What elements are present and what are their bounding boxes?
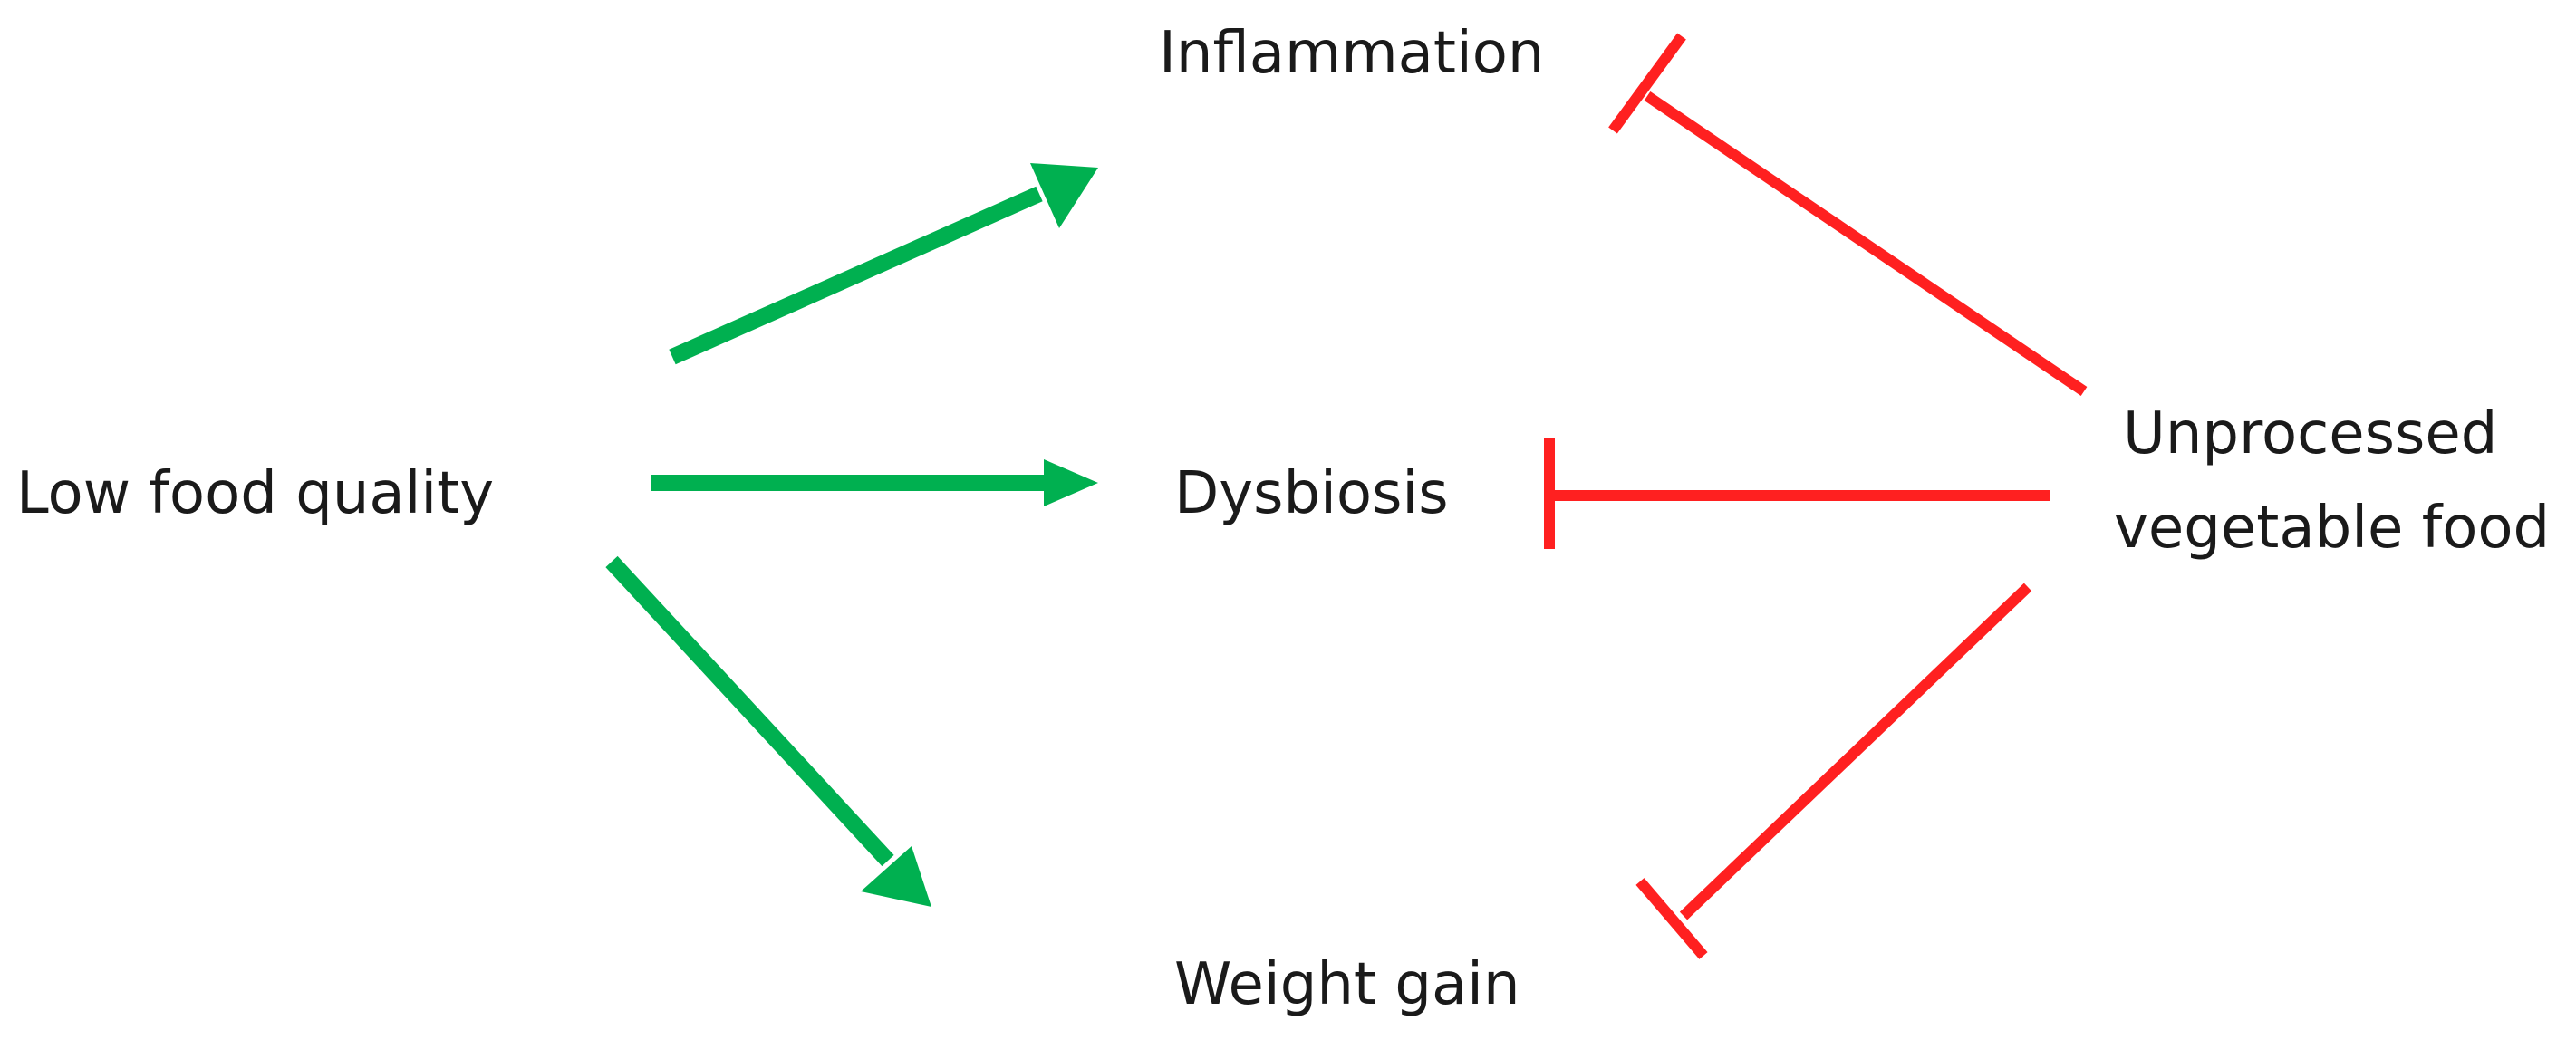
node-unprocessed-line1: Unprocessed	[2123, 400, 2497, 467]
node-inflammation: Inflammation	[1159, 20, 1544, 87]
arrow-low-food-to-dysbiosis	[651, 459, 1098, 506]
node-dysbiosis: Dysbiosis	[1174, 460, 1449, 527]
arrow-low-food-to-weight-gain	[605, 555, 931, 907]
node-low-food-quality: Low food quality	[16, 460, 494, 527]
inhibit-unprocessed-to-dysbiosis	[1544, 438, 2050, 549]
inhibit-unprocessed-to-weight-gain	[1635, 583, 2032, 959]
node-unprocessed-line2: vegetable food	[2114, 495, 2550, 562]
inhibit-unprocessed-to-inflammation	[1608, 33, 2088, 396]
node-weight-gain: Weight gain	[1174, 951, 1520, 1018]
arrow-low-food-to-inflammation	[669, 163, 1098, 365]
